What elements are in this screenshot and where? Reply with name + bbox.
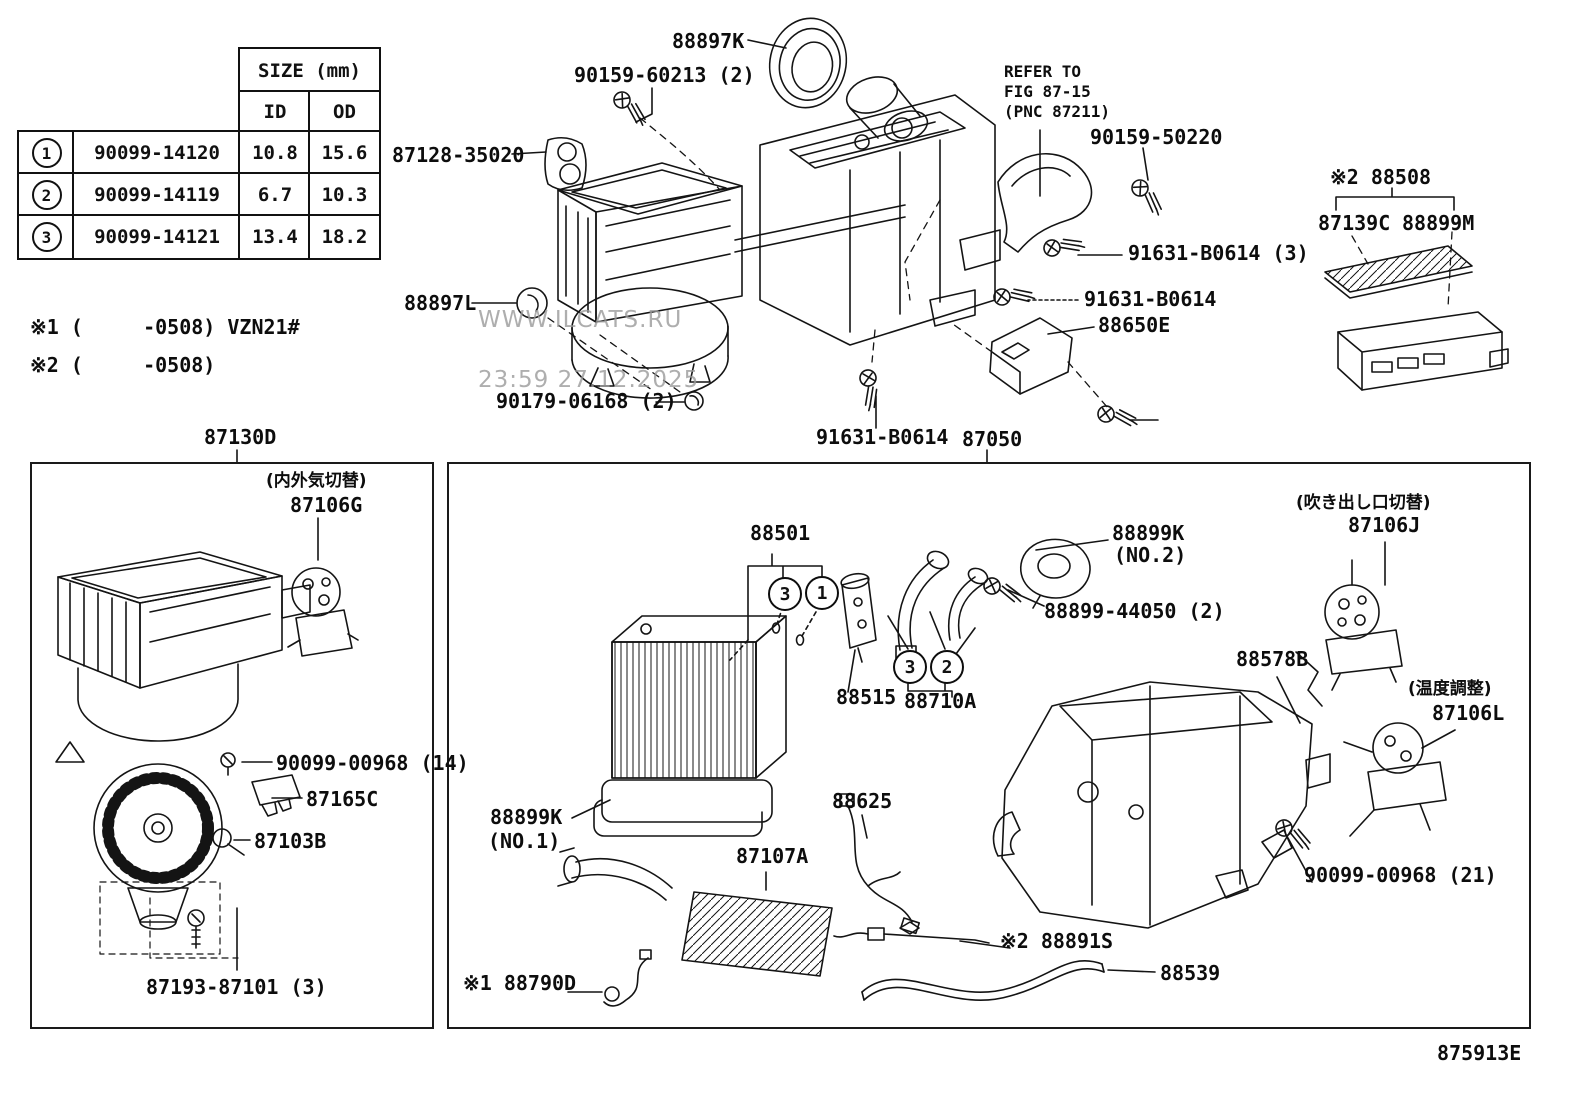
label-88899k-no2: 88899K bbox=[1112, 521, 1185, 545]
callout-2-tube: 2 bbox=[930, 650, 964, 684]
table-row-3-part: 90099-14121 bbox=[72, 214, 242, 260]
label-88650e: 88650E bbox=[1098, 313, 1171, 337]
label-88899m: 88899M bbox=[1402, 211, 1475, 235]
label-87106g: 87106G bbox=[290, 493, 363, 517]
label-88501: 88501 bbox=[750, 521, 811, 545]
note-2: ※2 ( -0508) bbox=[30, 353, 216, 377]
leader-lines-top bbox=[236, 39, 1455, 463]
label-87106l: 87106L bbox=[1432, 701, 1505, 725]
label-88897l: 88897L bbox=[404, 291, 477, 315]
watermark-line1: WWW.ILCATS.RU bbox=[478, 307, 683, 333]
label-87103b: 87103B bbox=[254, 829, 327, 853]
label-91631-b0614-b: 91631-B0614 bbox=[816, 425, 949, 449]
blower-unit-drawing bbox=[55, 517, 359, 971]
callout-1-evaporator: 1 bbox=[805, 576, 839, 610]
label-87130d: 87130D bbox=[204, 425, 277, 449]
label-88625: 88625 bbox=[832, 789, 893, 813]
table-row-2-id: 6.7 bbox=[238, 172, 312, 218]
callout-circle-3: 3 bbox=[31, 222, 62, 252]
callout-3-tube: 3 bbox=[893, 650, 927, 684]
label-90159-50220: 90159-50220 bbox=[1090, 125, 1223, 149]
label-88710a: 88710A bbox=[904, 689, 977, 713]
blower-subassembly-box bbox=[30, 462, 434, 1029]
label-91631-b0614-a: 91631-B0614 bbox=[1084, 287, 1217, 311]
watermark-line2: 23:59 27.12.2025 bbox=[478, 366, 700, 393]
size-table-col-id: ID bbox=[238, 90, 312, 134]
label-90099-00968-21: 90099-00968 (21) bbox=[1304, 863, 1497, 887]
label-88891s: ※2 88891S bbox=[1000, 929, 1114, 953]
figure-code: 875913E bbox=[1437, 1041, 1522, 1065]
label-88899k-no1: 88899K bbox=[490, 805, 563, 829]
table-row-1-callout: 1 bbox=[17, 130, 76, 176]
label-refer-to-fig: REFER TO FIG 87-15 (PNC 87211) bbox=[1004, 62, 1110, 121]
label-87106j: 87106J bbox=[1348, 513, 1421, 537]
main-unit-box bbox=[447, 462, 1531, 1029]
label-jp-temp-adjust: (温度調整) bbox=[1408, 679, 1492, 699]
size-table-col-od: OD bbox=[308, 90, 381, 134]
watermark: WWW.ILCATS.RU 23:59 27.12.2025 bbox=[478, 306, 699, 396]
label-90159-60213: 90159-60213 (2) bbox=[574, 63, 755, 87]
table-row-1-part: 90099-14120 bbox=[72, 130, 242, 176]
label-jp-outlet-switching: (吹き出し口切替) bbox=[1296, 493, 1431, 513]
label-88790d: ※1 88790D bbox=[463, 971, 577, 995]
size-table-title: SIZE (mm) bbox=[238, 47, 381, 94]
cooling-unit-drawing bbox=[557, 538, 1456, 1007]
label-no1: (NO.1) bbox=[488, 829, 561, 853]
note-1: ※1 ( -0508) VZN21# bbox=[30, 315, 300, 339]
table-row-2-part: 90099-14119 bbox=[72, 172, 242, 218]
table-row-1-od: 15.6 bbox=[308, 130, 381, 176]
label-jp-intake-switching: (内外気切替) bbox=[266, 471, 367, 491]
table-row-3-od: 18.2 bbox=[308, 214, 381, 260]
table-row-2-callout: 2 bbox=[17, 172, 76, 218]
table-row-3-id: 13.4 bbox=[238, 214, 312, 260]
label-87139c: 87139C bbox=[1318, 211, 1391, 235]
label-87193-87101: 87193-87101 (3) bbox=[146, 975, 327, 999]
label-91631-b0614-3: 91631-B0614 (3) bbox=[1128, 241, 1309, 265]
label-88899-44050: 88899-44050 (2) bbox=[1044, 599, 1225, 623]
label-87107a: 87107A bbox=[736, 844, 809, 868]
label-87165c: 87165C bbox=[306, 787, 379, 811]
label-88539: 88539 bbox=[1160, 961, 1221, 985]
label-88515: 88515 bbox=[836, 685, 897, 709]
label-88578b: 88578B bbox=[1236, 647, 1309, 671]
table-row-3-callout: 3 bbox=[17, 214, 76, 260]
table-row-1-id: 10.8 bbox=[238, 130, 312, 176]
callout-circle-1: 1 bbox=[31, 138, 62, 168]
callout-3-evaporator: 3 bbox=[768, 577, 802, 611]
label-88508: ※2 88508 bbox=[1330, 165, 1432, 189]
label-87128-35020: 87128-35020 bbox=[392, 143, 525, 167]
label-no2: (NO.2) bbox=[1114, 543, 1187, 567]
label-90099-00968-14: 90099-00968 (14) bbox=[276, 751, 469, 775]
label-88897k: 88897K bbox=[672, 29, 745, 53]
label-87050: 87050 bbox=[962, 427, 1023, 451]
label-90179-06168: 90179-06168 (2) bbox=[496, 389, 677, 413]
table-row-2-od: 10.3 bbox=[308, 172, 381, 218]
callout-circle-2: 2 bbox=[31, 180, 62, 210]
